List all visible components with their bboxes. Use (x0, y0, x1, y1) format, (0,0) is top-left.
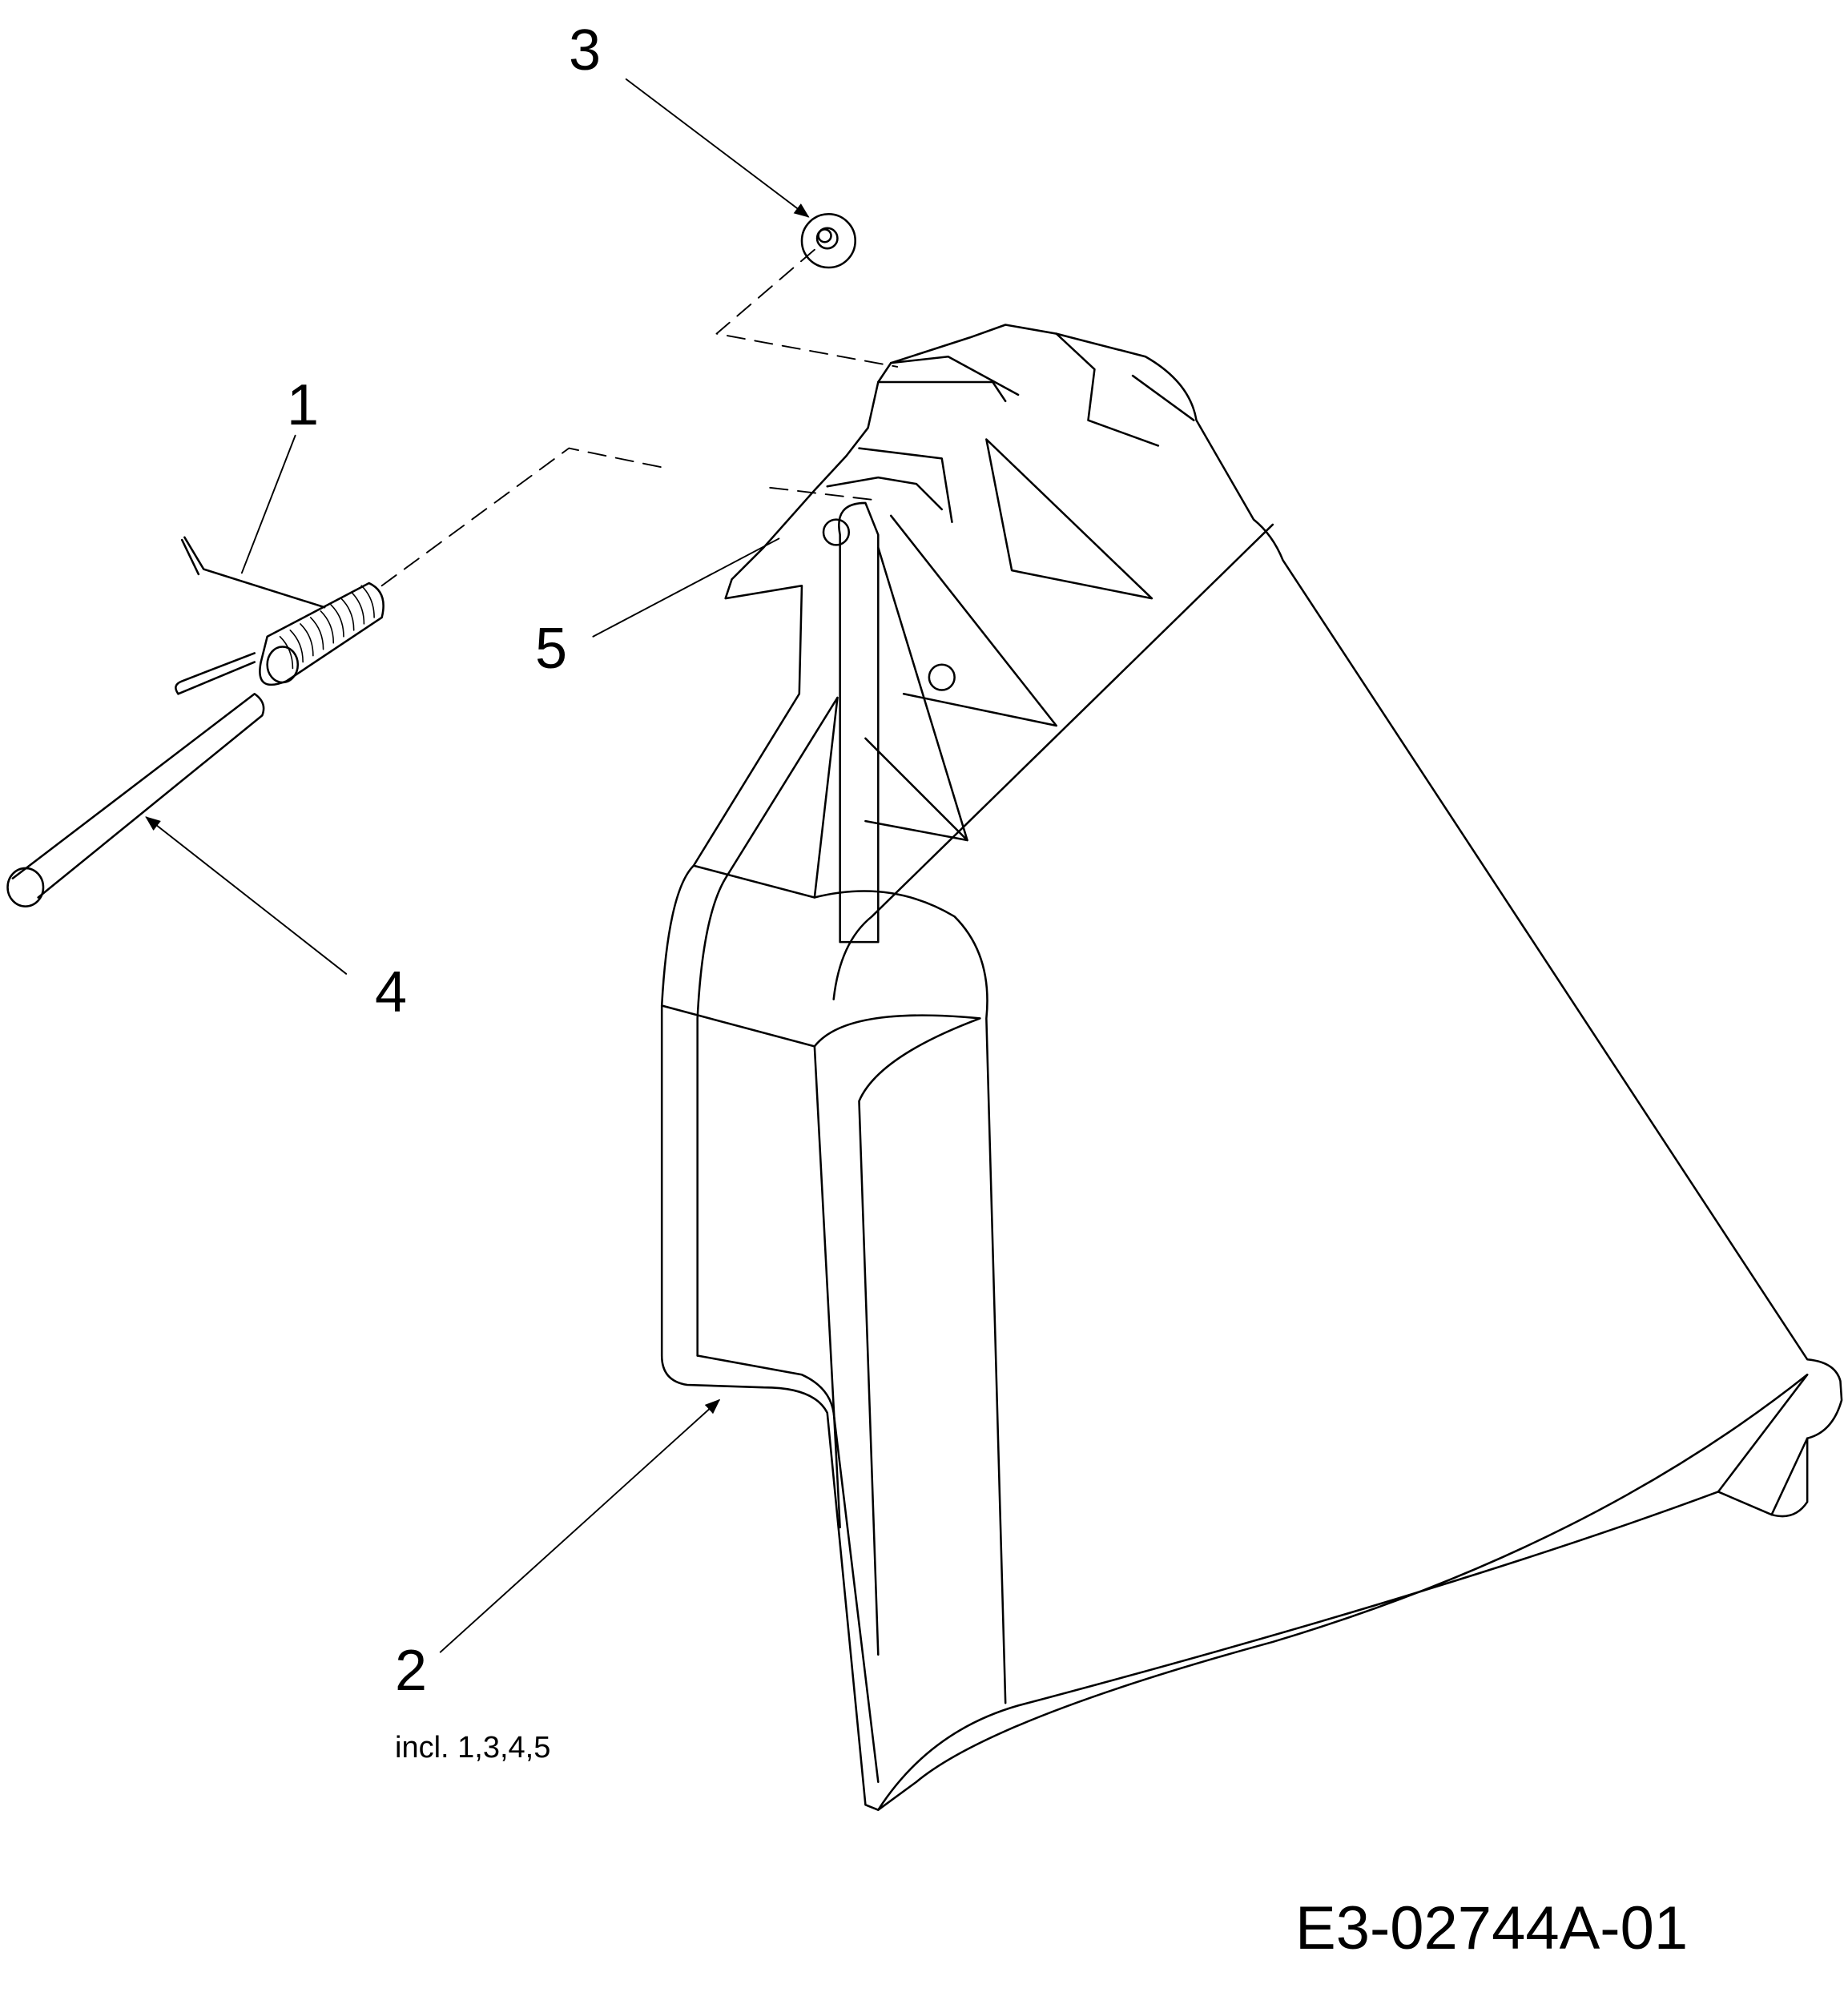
callout-3: 3 (569, 18, 602, 82)
callout-5: 5 (535, 617, 568, 681)
leader-2 (439, 1398, 721, 1653)
included-parts-note: incl. 1,3,4,5 (395, 1731, 551, 1765)
chute-part-2 (660, 324, 1843, 1811)
leader-3 (625, 78, 810, 218)
leader-4 (145, 816, 348, 975)
assembly-dashed-lines (380, 248, 899, 587)
leader-5 (592, 537, 780, 638)
leader-lines (145, 78, 810, 1653)
callout-1: 1 (287, 373, 320, 437)
leader-1 (240, 434, 296, 574)
washer-part-3 (800, 213, 856, 269)
callout-4: 4 (375, 960, 408, 1024)
spring-part-1 (175, 536, 384, 695)
callout-2: 2 (395, 1639, 428, 1703)
drawing-code: E3-02744A-01 (1295, 1894, 1689, 1962)
pin-part-4 (6, 692, 265, 907)
